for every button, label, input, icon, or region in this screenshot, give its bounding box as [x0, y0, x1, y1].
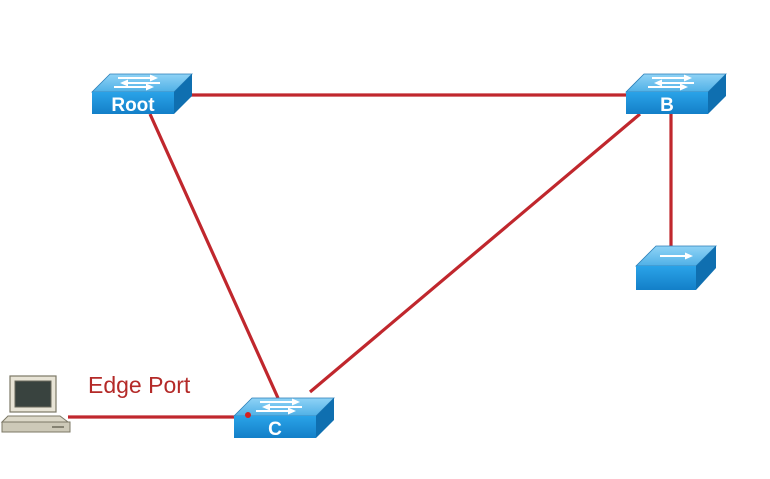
- switch-b-label: B: [660, 95, 674, 116]
- switch-b: B: [625, 73, 727, 116]
- links: [68, 93, 673, 419]
- edge-port-dot: [245, 412, 251, 418]
- link-root-c: [148, 113, 280, 399]
- edge-port-label: Edge Port: [88, 372, 191, 398]
- switch-root-label: Root: [111, 95, 155, 116]
- hub-arrow-icon: [660, 252, 693, 260]
- switch-root: Root: [91, 73, 193, 116]
- hub-device: [635, 245, 717, 290]
- switch-c: C: [233, 397, 335, 440]
- switch-c-label: C: [268, 419, 282, 440]
- pc-icon: [0, 375, 71, 433]
- link-b-c: [308, 112, 642, 394]
